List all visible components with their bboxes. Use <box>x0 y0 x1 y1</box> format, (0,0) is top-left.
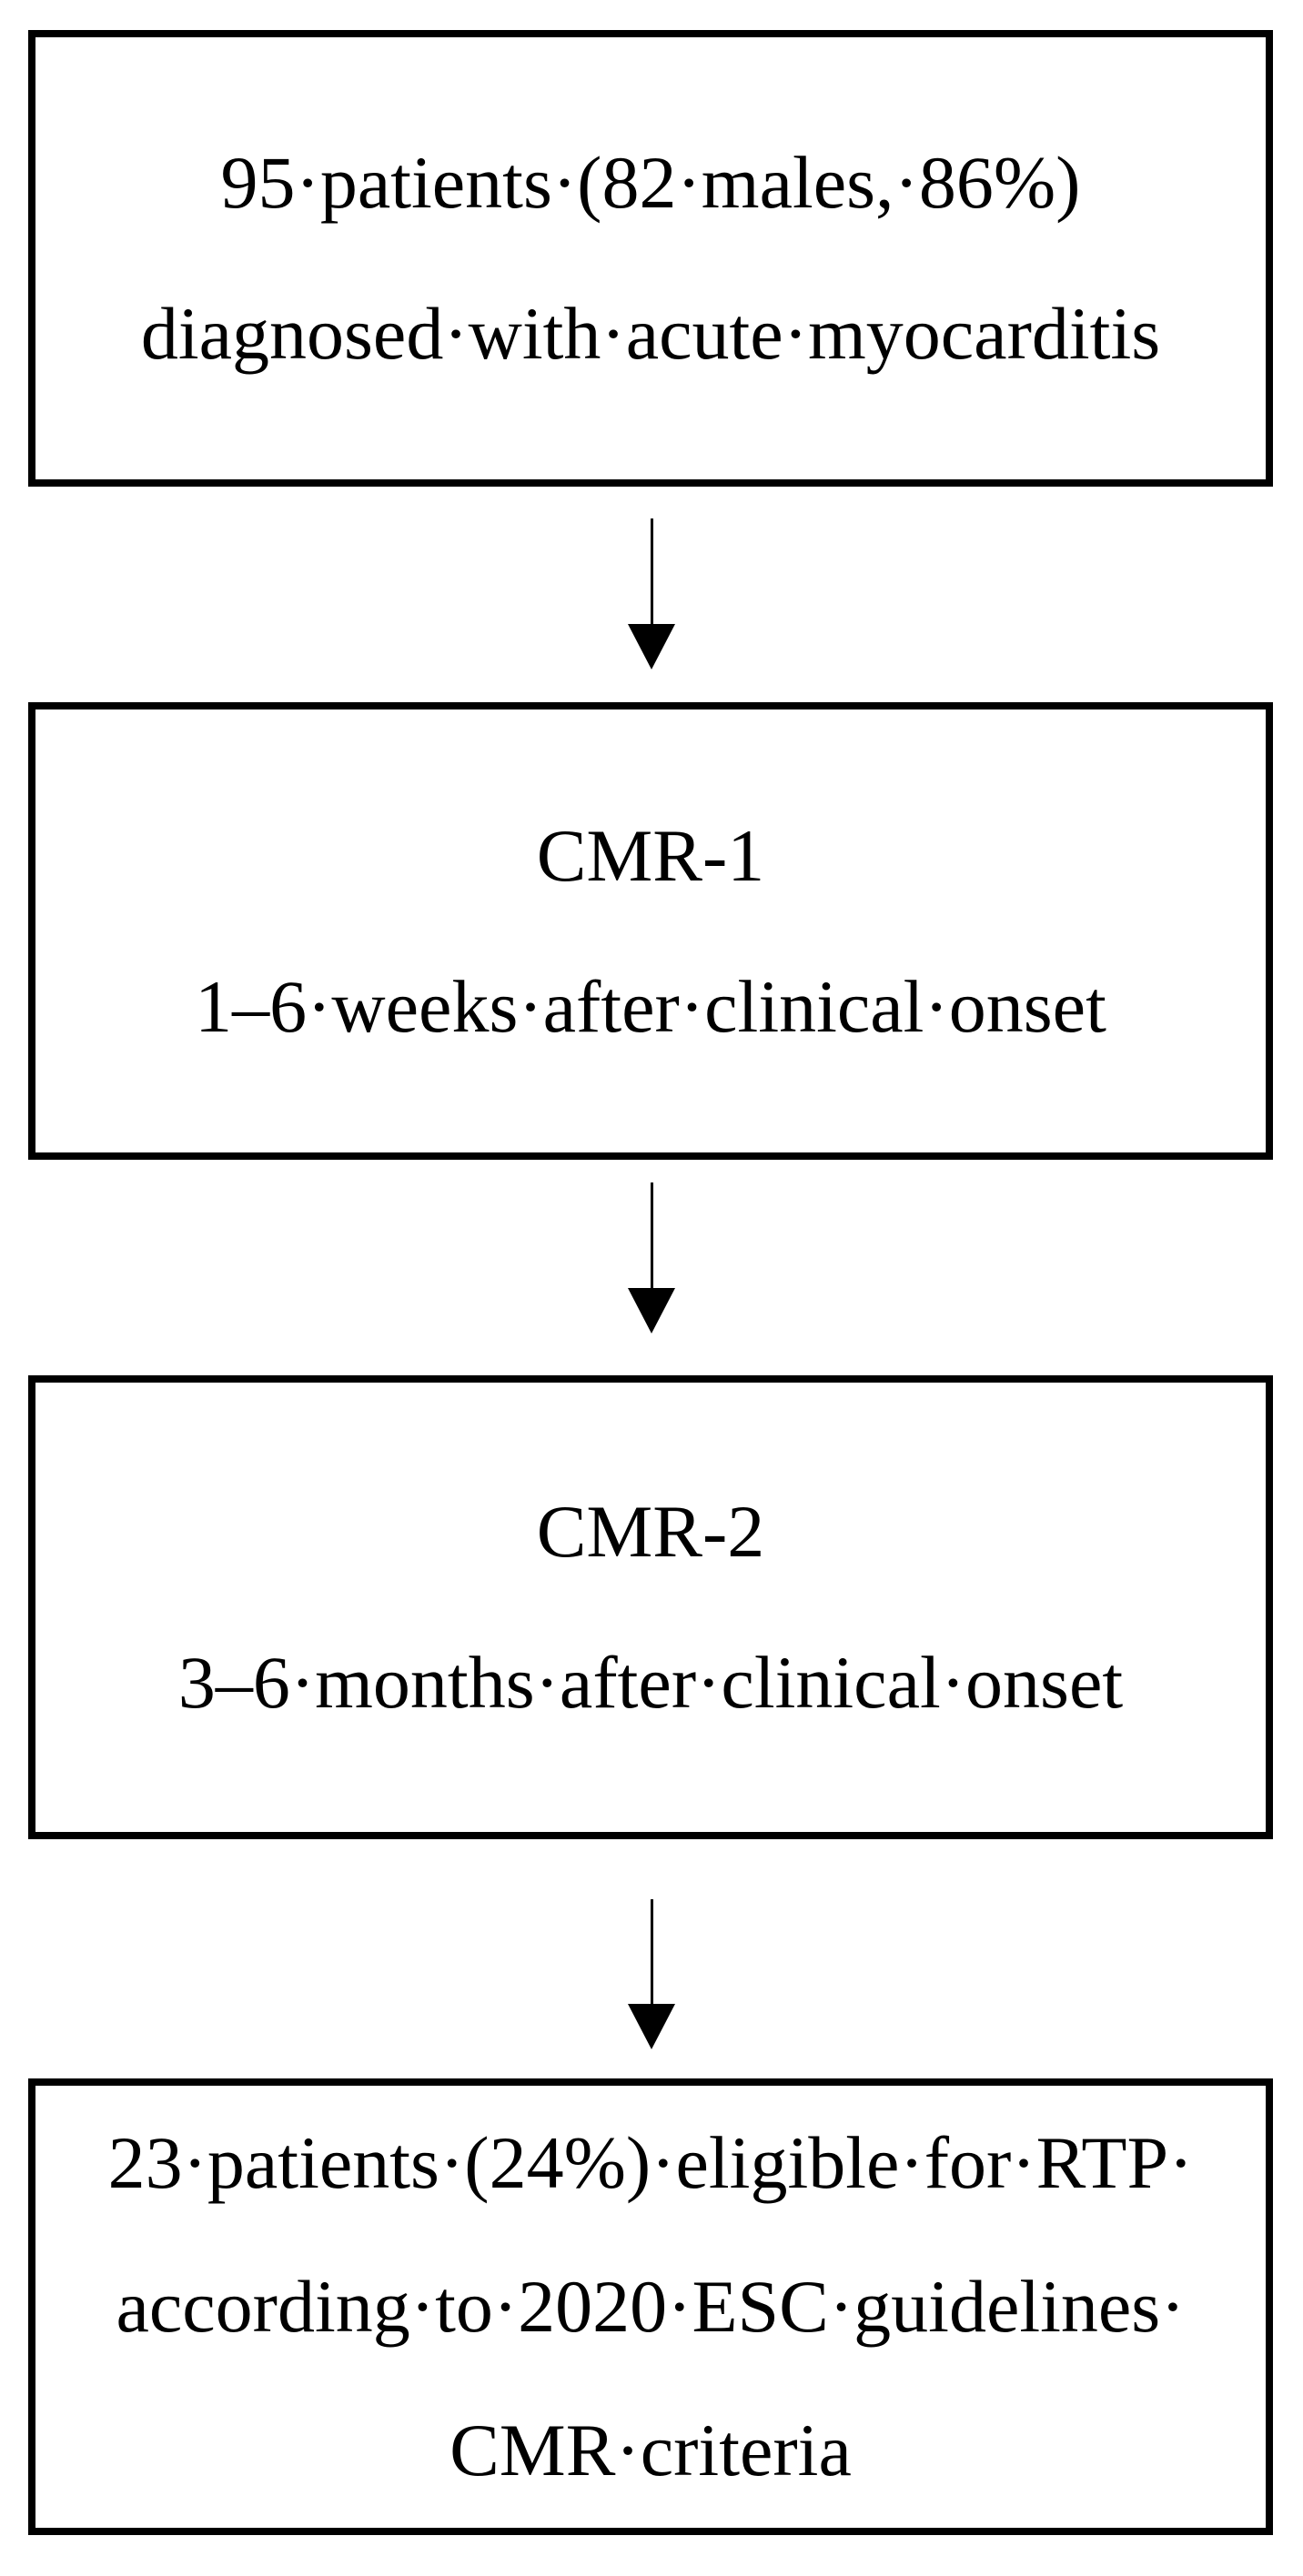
down-arrow <box>628 1899 675 2049</box>
flow-box-rtp: 23·patients·(24%)·eligible·for·RTP· acco… <box>28 2078 1273 2535</box>
box-line: according·to·2020·ESC·guidelines· <box>116 2265 1186 2348</box>
arrowhead-icon <box>628 1288 675 1333</box>
box-line: CMR·criteria <box>449 2409 852 2491</box>
down-arrow <box>628 518 675 669</box>
box-line: CMR-2 <box>536 1490 765 1573</box>
flow-box-cmr2: CMR-2 3–6·months·after·clinical·onset <box>28 1375 1273 1839</box>
flow-box-cohort: 95·patients·(82·males,·86%) diagnosed·wi… <box>28 30 1273 487</box>
box-line: 23·patients·(24%)·eligible·for·RTP· <box>107 2121 1194 2204</box>
box-line: 1–6·weeks·after·clinical·onset <box>195 964 1106 1048</box>
arrow-shaft <box>650 518 653 626</box>
box-line: CMR-1 <box>536 813 765 897</box>
down-arrow <box>628 1182 675 1333</box>
arrow-shaft <box>650 1182 653 1290</box>
arrowhead-icon <box>628 2004 675 2049</box>
box-line: 3–6·months·after·clinical·onset <box>177 1641 1124 1724</box>
box-line: diagnosed·with·acute·myocarditis <box>140 292 1161 375</box>
flow-box-cmr1: CMR-1 1–6·weeks·after·clinical·onset <box>28 702 1273 1160</box>
arrow-shaft <box>650 1899 653 2006</box>
box-line: 95·patients·(82·males,·86%) <box>220 141 1081 224</box>
arrowhead-icon <box>628 624 675 669</box>
